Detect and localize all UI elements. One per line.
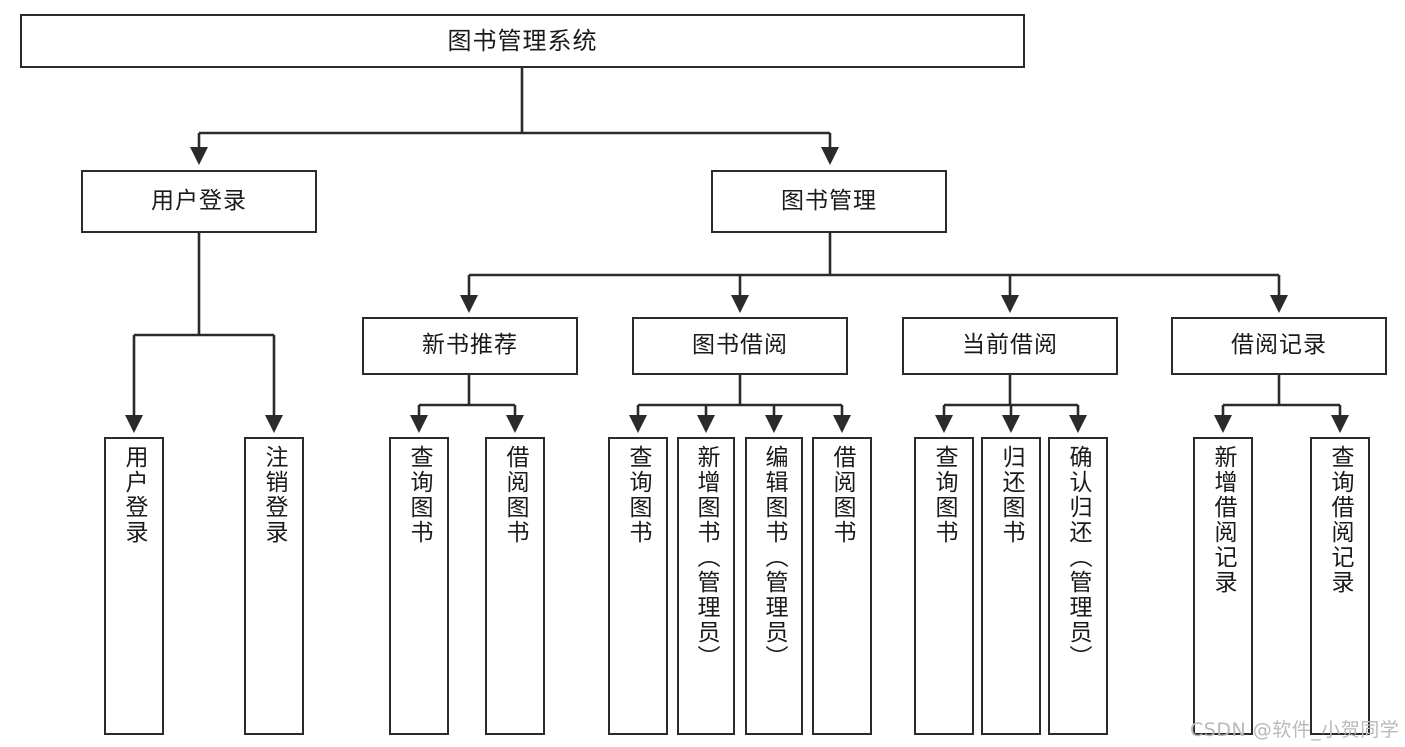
node-leaf-add-book[interactable]: 新增图书（管理员） bbox=[677, 437, 735, 735]
node-leaf-query-book-2-label: 查询图书 bbox=[625, 445, 652, 545]
node-new-book-recommend[interactable]: 新书推荐 bbox=[362, 317, 578, 375]
node-book-manage[interactable]: 图书管理 bbox=[711, 170, 947, 233]
node-leaf-logout-login-label: 注销登录 bbox=[261, 445, 288, 545]
node-leaf-edit-book-label: 编辑图书（管理员） bbox=[761, 445, 788, 670]
node-book-manage-label: 图书管理 bbox=[781, 187, 877, 214]
node-root[interactable]: 图书管理系统 bbox=[20, 14, 1025, 68]
node-new-book-recommend-label: 新书推荐 bbox=[422, 332, 518, 359]
node-borrow-record-label: 借阅记录 bbox=[1231, 332, 1327, 359]
node-leaf-query-record-label: 查询借阅记录 bbox=[1327, 445, 1354, 595]
node-leaf-query-record[interactable]: 查询借阅记录 bbox=[1310, 437, 1370, 735]
node-root-label: 图书管理系统 bbox=[447, 26, 598, 55]
node-leaf-add-book-label: 新增图书（管理员） bbox=[693, 445, 720, 670]
node-leaf-add-record-label: 新增借阅记录 bbox=[1210, 445, 1237, 595]
node-user-login-label: 用户登录 bbox=[151, 187, 247, 214]
node-leaf-add-record[interactable]: 新增借阅记录 bbox=[1193, 437, 1253, 735]
node-leaf-query-book-3-label: 查询图书 bbox=[931, 445, 958, 545]
watermark-text: CSDN @软件_小贺同学 bbox=[1190, 719, 1400, 741]
node-leaf-query-book-1[interactable]: 查询图书 bbox=[389, 437, 449, 735]
node-leaf-confirm-return[interactable]: 确认归还（管理员） bbox=[1048, 437, 1108, 735]
node-current-borrow[interactable]: 当前借阅 bbox=[902, 317, 1118, 375]
node-leaf-user-login[interactable]: 用户登录 bbox=[104, 437, 164, 735]
node-leaf-borrow-book-1[interactable]: 借阅图书 bbox=[485, 437, 545, 735]
node-user-login[interactable]: 用户登录 bbox=[81, 170, 317, 233]
node-book-borrow[interactable]: 图书借阅 bbox=[632, 317, 848, 375]
node-leaf-borrow-book-1-label: 借阅图书 bbox=[502, 445, 529, 545]
node-leaf-edit-book[interactable]: 编辑图书（管理员） bbox=[745, 437, 803, 735]
node-leaf-query-book-1-label: 查询图书 bbox=[406, 445, 433, 545]
node-leaf-query-book-3[interactable]: 查询图书 bbox=[914, 437, 974, 735]
node-book-borrow-label: 图书借阅 bbox=[692, 332, 788, 359]
node-borrow-record[interactable]: 借阅记录 bbox=[1171, 317, 1387, 375]
node-leaf-confirm-return-label: 确认归还（管理员） bbox=[1065, 445, 1092, 670]
node-leaf-borrow-book-2[interactable]: 借阅图书 bbox=[812, 437, 872, 735]
node-leaf-borrow-book-2-label: 借阅图书 bbox=[829, 445, 856, 545]
node-leaf-user-login-label: 用户登录 bbox=[121, 445, 148, 545]
node-leaf-return-book[interactable]: 归还图书 bbox=[981, 437, 1041, 735]
node-leaf-logout-login[interactable]: 注销登录 bbox=[244, 437, 304, 735]
node-leaf-return-book-label: 归还图书 bbox=[998, 445, 1025, 545]
node-leaf-query-book-2[interactable]: 查询图书 bbox=[608, 437, 668, 735]
node-current-borrow-label: 当前借阅 bbox=[962, 332, 1058, 359]
